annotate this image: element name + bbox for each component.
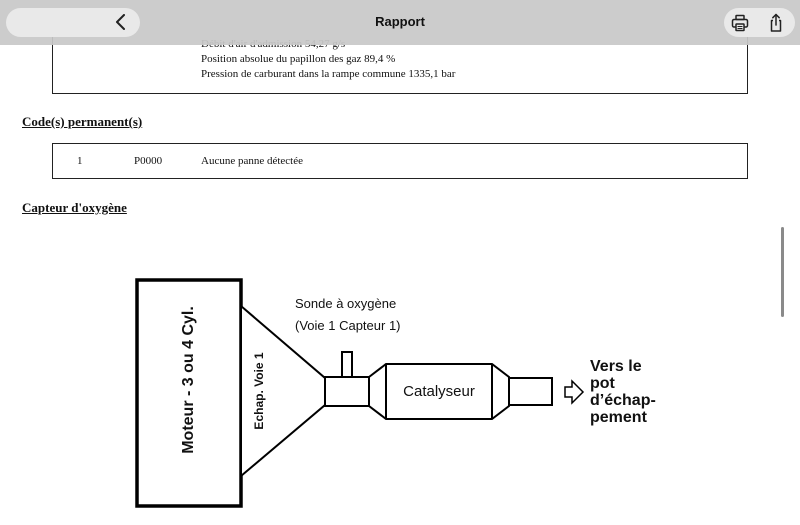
data-line-fuel-rail-pressure: Pression de carburant dans la rampe comm…	[201, 68, 456, 80]
outlet-label-line3: d’échap-	[590, 392, 656, 409]
code-index: 1	[77, 155, 83, 167]
sensor-data-box	[52, 22, 748, 94]
code-value: P0000	[134, 155, 163, 167]
permanent-codes-table: 1 P0000 Aucune panne détectée	[52, 143, 748, 179]
arrow-right-icon	[564, 379, 585, 405]
sensor-label-line2: (Voie 1 Capteur 1)	[295, 318, 401, 333]
oxygen-sensor-heading: Capteur d'oxygène	[22, 200, 127, 215]
back-button[interactable]	[114, 14, 128, 30]
print-button[interactable]	[730, 13, 750, 33]
printer-icon	[731, 14, 749, 32]
oxygen-sensor-probe	[341, 351, 353, 378]
sensor-label-line1: Sonde à oxygène	[295, 296, 396, 311]
exhaust-label: Echap. Voie 1	[252, 352, 266, 429]
chevron-left-icon	[116, 14, 125, 30]
share-button[interactable]	[766, 13, 786, 33]
vertical-scrollbar[interactable]	[781, 227, 784, 317]
sensor-pipe	[324, 376, 370, 407]
code-description: Aucune panne détectée	[201, 155, 303, 167]
catalyst-label: Catalyseur	[403, 383, 475, 400]
outlet-label-line4: pement	[590, 409, 648, 426]
engine-block	[135, 278, 243, 508]
data-line-throttle-position: Position absolue du papillon des gaz 89,…	[201, 53, 396, 65]
outlet-label-line2: pot	[590, 375, 616, 392]
permanent-codes-heading: Code(s) permanent(s)	[22, 114, 143, 129]
page-title: Rapport	[375, 14, 425, 29]
top-bar: Rapport	[0, 0, 800, 45]
back-pill	[6, 8, 140, 37]
outlet-label-line1: Vers le	[590, 358, 642, 375]
engine-label: Moteur - 3 ou 4 Cyl.	[180, 306, 197, 454]
actions-pill	[724, 8, 795, 37]
share-icon	[770, 13, 782, 32]
outlet-pipe	[508, 377, 553, 406]
